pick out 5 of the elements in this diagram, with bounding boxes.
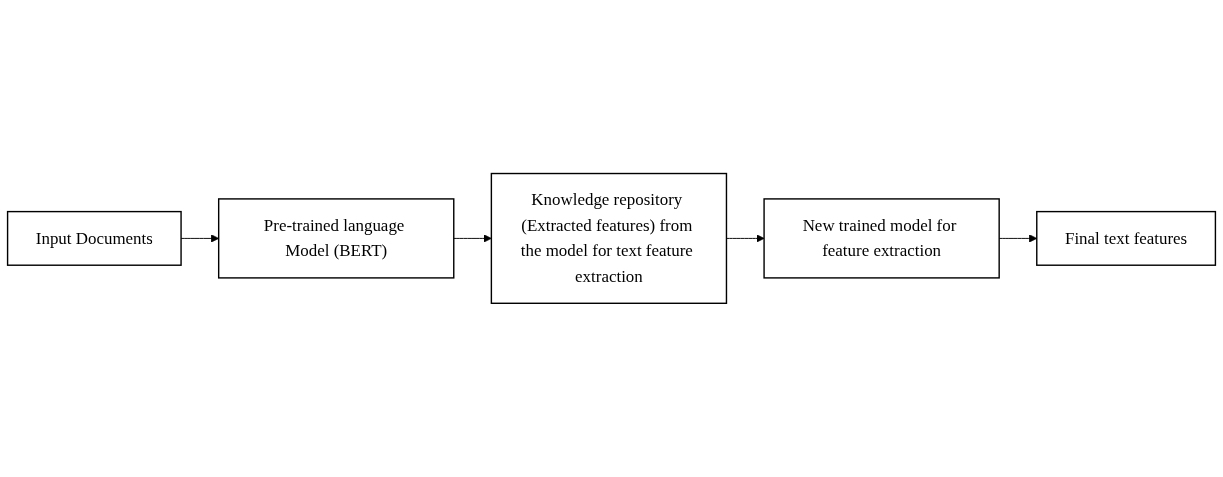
node-box: Input Documents (6, 211, 182, 266)
node-box: Final text features (1036, 211, 1217, 266)
node-box: New trained model for feature extraction (763, 198, 1000, 279)
node-box: Knowledge repository (Extracted features) from the model for text feature extraction (490, 172, 728, 305)
node-box: Pre-trained language Model (BERT) (217, 198, 455, 279)
